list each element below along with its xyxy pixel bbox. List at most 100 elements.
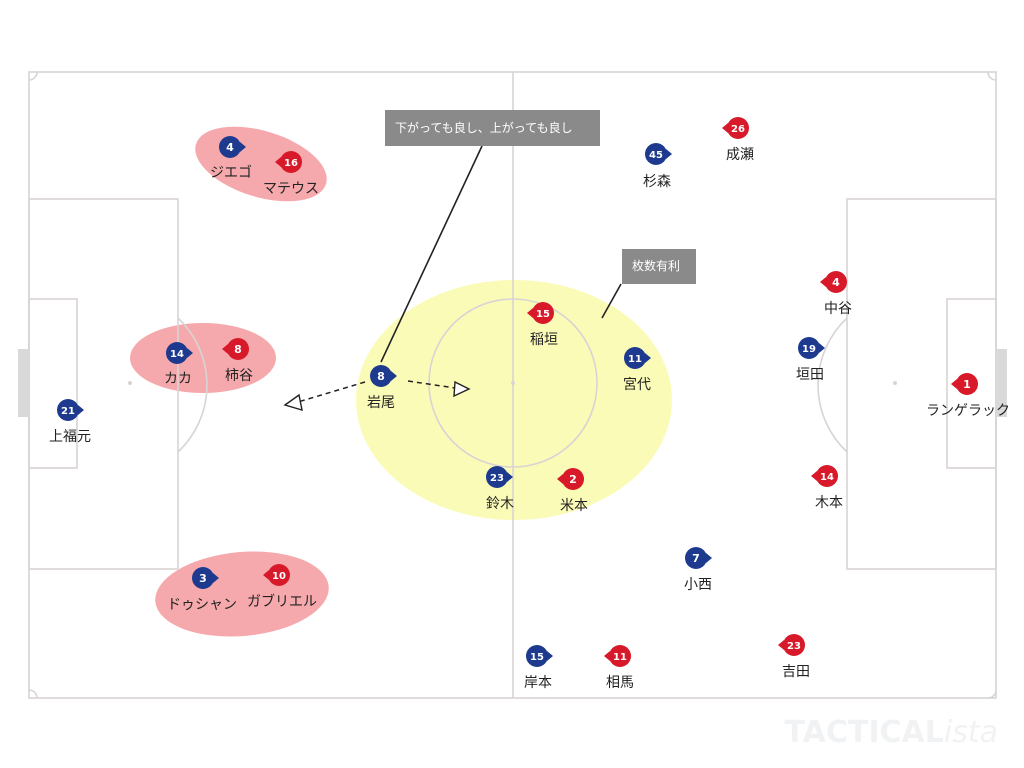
- player-marker-blue-23: 23: [486, 466, 513, 488]
- left-goal: [18, 349, 29, 417]
- left-penalty-arc: [177, 317, 208, 453]
- direction-arrow-icon: [706, 553, 712, 563]
- player-name-red-1: ランゲラック: [926, 403, 1010, 419]
- player-dot: [57, 399, 79, 421]
- player-marker-red-8: 8: [222, 338, 249, 360]
- player-number: 14: [820, 472, 834, 483]
- player-marker-blue-21: 21: [57, 399, 84, 421]
- watermark-logo: TACTICALista: [785, 715, 998, 750]
- watermark-suffix: ista: [943, 715, 998, 750]
- callout-box-top: 下がっても良し、上がっても良し: [385, 110, 600, 146]
- player-marker-blue-11: 11: [624, 347, 651, 369]
- player-name-red-4: 中谷: [824, 301, 852, 317]
- direction-arrow-icon: [507, 472, 513, 482]
- player-number: 10: [272, 571, 286, 582]
- player-dot: [486, 466, 508, 488]
- player-dot: [192, 567, 214, 589]
- player-name-blue-8: 岩尾: [367, 395, 395, 411]
- player-dot: [645, 143, 667, 165]
- player-marker-red-26: 26: [722, 117, 749, 139]
- player-name-blue-45: 杉森: [643, 174, 671, 190]
- player-name-red-16: マテウス: [263, 181, 319, 197]
- direction-arrow-icon: [820, 277, 826, 287]
- player-number: 8: [377, 370, 385, 383]
- player-name-blue-21: 上福元: [49, 429, 91, 445]
- player-marker-blue-15: 15: [526, 645, 553, 667]
- direction-arrow-icon: [240, 142, 246, 152]
- player-marker-red-11: 11: [604, 645, 631, 667]
- player-number: 15: [530, 652, 544, 663]
- player-name-red-23: 吉田: [782, 664, 810, 680]
- direction-arrow-icon: [213, 573, 219, 583]
- player-number: 21: [61, 406, 75, 417]
- player-name-blue-11: 宮代: [623, 377, 651, 393]
- player-number: 4: [226, 141, 234, 154]
- player-marker-red-4: 4: [820, 271, 847, 293]
- player-name-red-26: 成瀬: [726, 147, 754, 163]
- direction-arrow-icon: [811, 471, 817, 481]
- player-name-red-10: ガブリエル: [247, 594, 317, 610]
- direction-arrow-icon: [666, 149, 672, 159]
- player-number: 11: [628, 354, 642, 365]
- player-number: 15: [536, 309, 550, 320]
- player-name-blue-3: ドゥシャン: [167, 597, 237, 613]
- direction-arrow-icon: [527, 308, 533, 318]
- player-dot: [370, 365, 392, 387]
- player-number: 14: [170, 349, 184, 360]
- player-number: 4: [832, 276, 840, 289]
- direction-arrow-icon: [187, 348, 193, 358]
- corner-arc-bl: [28, 689, 38, 699]
- center-spot: [511, 381, 515, 385]
- player-dot: [798, 337, 820, 359]
- direction-arrow-icon: [722, 123, 728, 133]
- player-name-red-15: 稲垣: [530, 332, 558, 348]
- right-penalty-arc: [817, 317, 848, 453]
- arrow-left-head: [283, 393, 303, 411]
- player-marker-blue-14: 14: [166, 342, 193, 364]
- callout-box-numbers: 枚数有利: [622, 249, 696, 284]
- player-marker-blue-45: 45: [645, 143, 672, 165]
- player-dot: [825, 271, 847, 293]
- player-name-blue-14: カカ: [164, 371, 192, 387]
- watermark-main: TACTICAL: [784, 715, 944, 750]
- player-marker-blue-4: 4: [219, 136, 246, 158]
- direction-arrow-icon: [547, 651, 553, 661]
- player-name-blue-23: 鈴木: [486, 496, 514, 512]
- player-dot: [685, 547, 707, 569]
- player-name-blue-7: 小西: [684, 577, 712, 593]
- player-dot: [268, 564, 290, 586]
- direction-arrow-icon: [263, 570, 269, 580]
- player-dot: [562, 468, 584, 490]
- yellow-zone-center: [356, 280, 672, 520]
- player-name-red-11: 相馬: [606, 675, 634, 691]
- player-number: 8: [234, 343, 242, 356]
- corner-arc-tl: [28, 71, 38, 81]
- player-dot: [956, 373, 978, 395]
- direction-arrow-icon: [819, 343, 825, 353]
- player-dot: [816, 465, 838, 487]
- player-marker-red-2: 2: [557, 468, 584, 490]
- player-name-blue-4: ジエゴ: [210, 165, 252, 181]
- player-dot: [219, 136, 241, 158]
- pink-zone-top: [195, 126, 327, 202]
- player-number: 2: [569, 473, 577, 486]
- player-marker-red-15: 15: [527, 302, 554, 324]
- player-number: 26: [731, 124, 745, 135]
- player-marker-blue-8: 8: [370, 365, 397, 387]
- direction-arrow-icon: [645, 353, 651, 363]
- player-marker-blue-7: 7: [685, 547, 712, 569]
- player-dot: [727, 117, 749, 139]
- player-number: 16: [284, 158, 298, 169]
- player-number: 3: [199, 572, 207, 585]
- player-number: 1: [963, 378, 971, 391]
- player-marker-red-10: 10: [263, 564, 290, 586]
- player-number: 7: [692, 552, 700, 565]
- direction-arrow-icon: [604, 651, 610, 661]
- player-marker-red-16: 16: [275, 151, 302, 173]
- player-number: 23: [787, 641, 801, 652]
- player-name-red-8: 柿谷: [225, 368, 253, 384]
- player-dot: [280, 151, 302, 173]
- player-name-red-14: 木本: [815, 495, 843, 511]
- player-dot: [624, 347, 646, 369]
